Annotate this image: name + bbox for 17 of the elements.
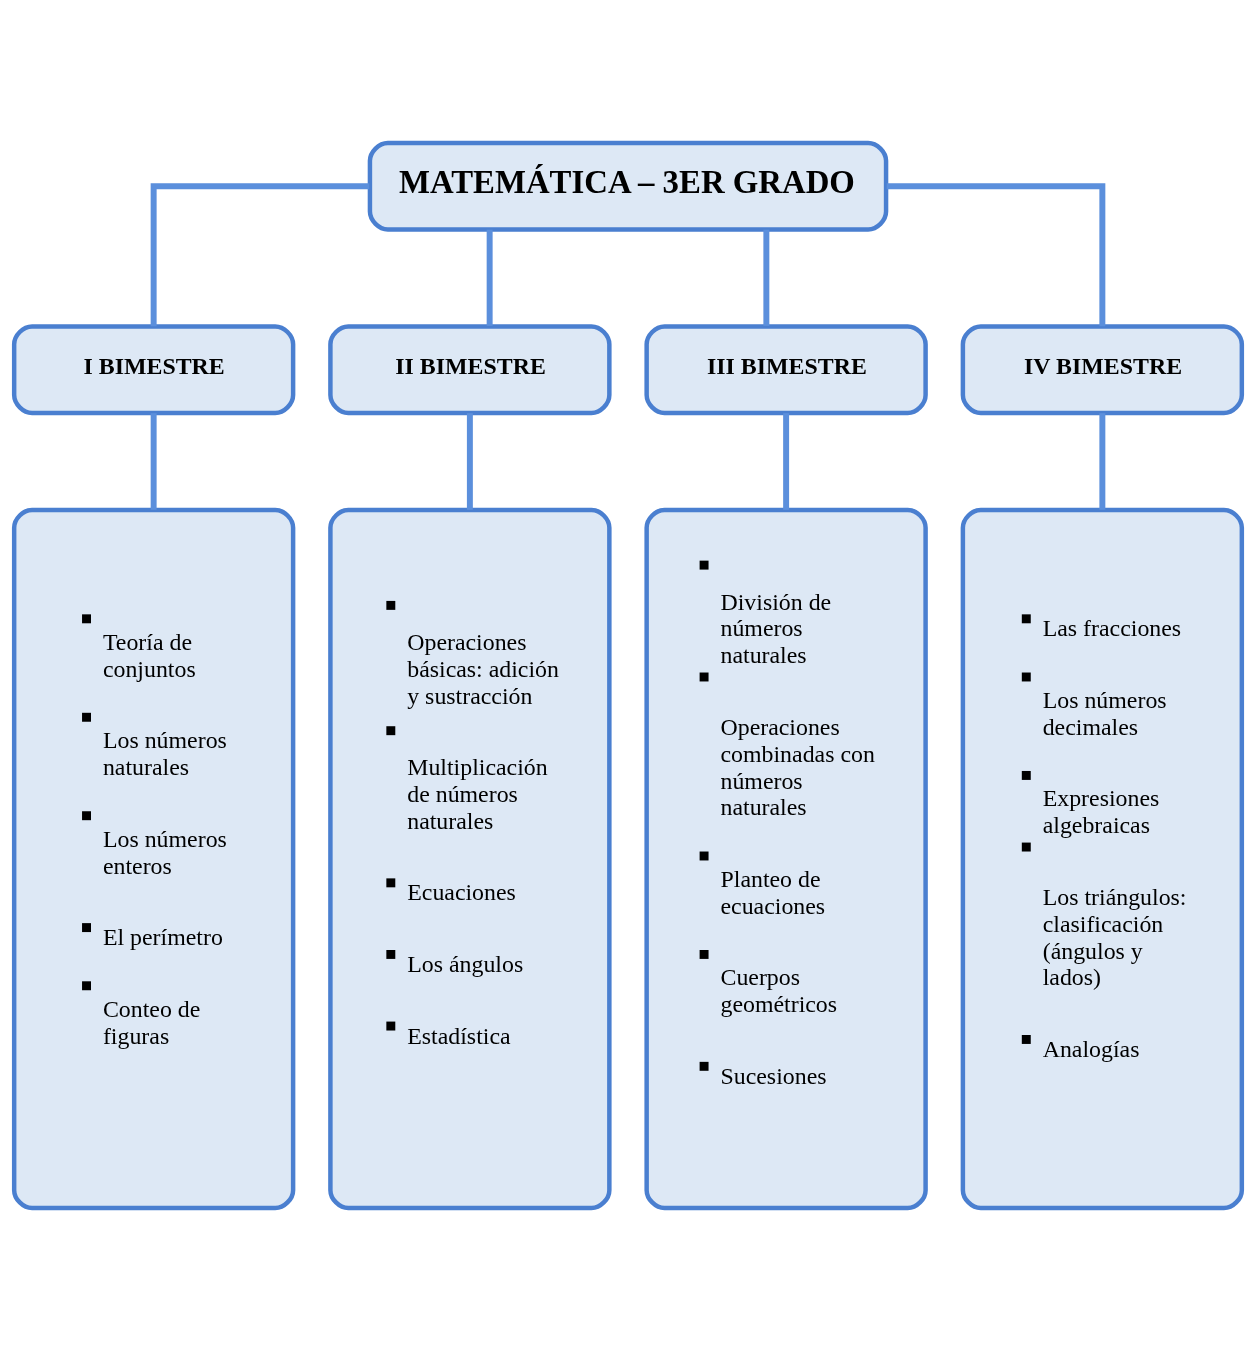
node-box: Teoría de conjuntos Los números naturales Los números enteros El perímetro Conteo de figuras bbox=[11, 507, 296, 1211]
connector bbox=[1099, 413, 1106, 510]
connector bbox=[150, 413, 157, 510]
node-box: II BIMESTRE bbox=[328, 324, 612, 416]
node-box: MATEMÁTICA – 3ER GRADO bbox=[367, 140, 889, 232]
node-box: IV BIMESTRE bbox=[960, 324, 1245, 416]
node-box: División de números naturales Operaciones combinadas con números naturales Planteo de ecuaciones Cuerpos geométricos Sucesiones bbox=[644, 507, 928, 1211]
connector bbox=[486, 229, 493, 326]
node-box: Operaciones básicas: adición y sustracción Multiplicación de números naturales Ecuaciones Los ángulos Estadística bbox=[328, 507, 612, 1211]
connector bbox=[150, 183, 370, 327]
connector bbox=[763, 229, 770, 326]
node-box: III BIMESTRE bbox=[644, 324, 928, 416]
connector bbox=[466, 413, 473, 510]
node-box: Las fracciones Los números decimales Expresiones algebraicas Los triángulos: clasificación (ángulos y lados) Analogías bbox=[960, 507, 1245, 1211]
connector bbox=[783, 413, 790, 510]
node-box: I BIMESTRE bbox=[11, 324, 296, 416]
connector bbox=[886, 183, 1106, 327]
